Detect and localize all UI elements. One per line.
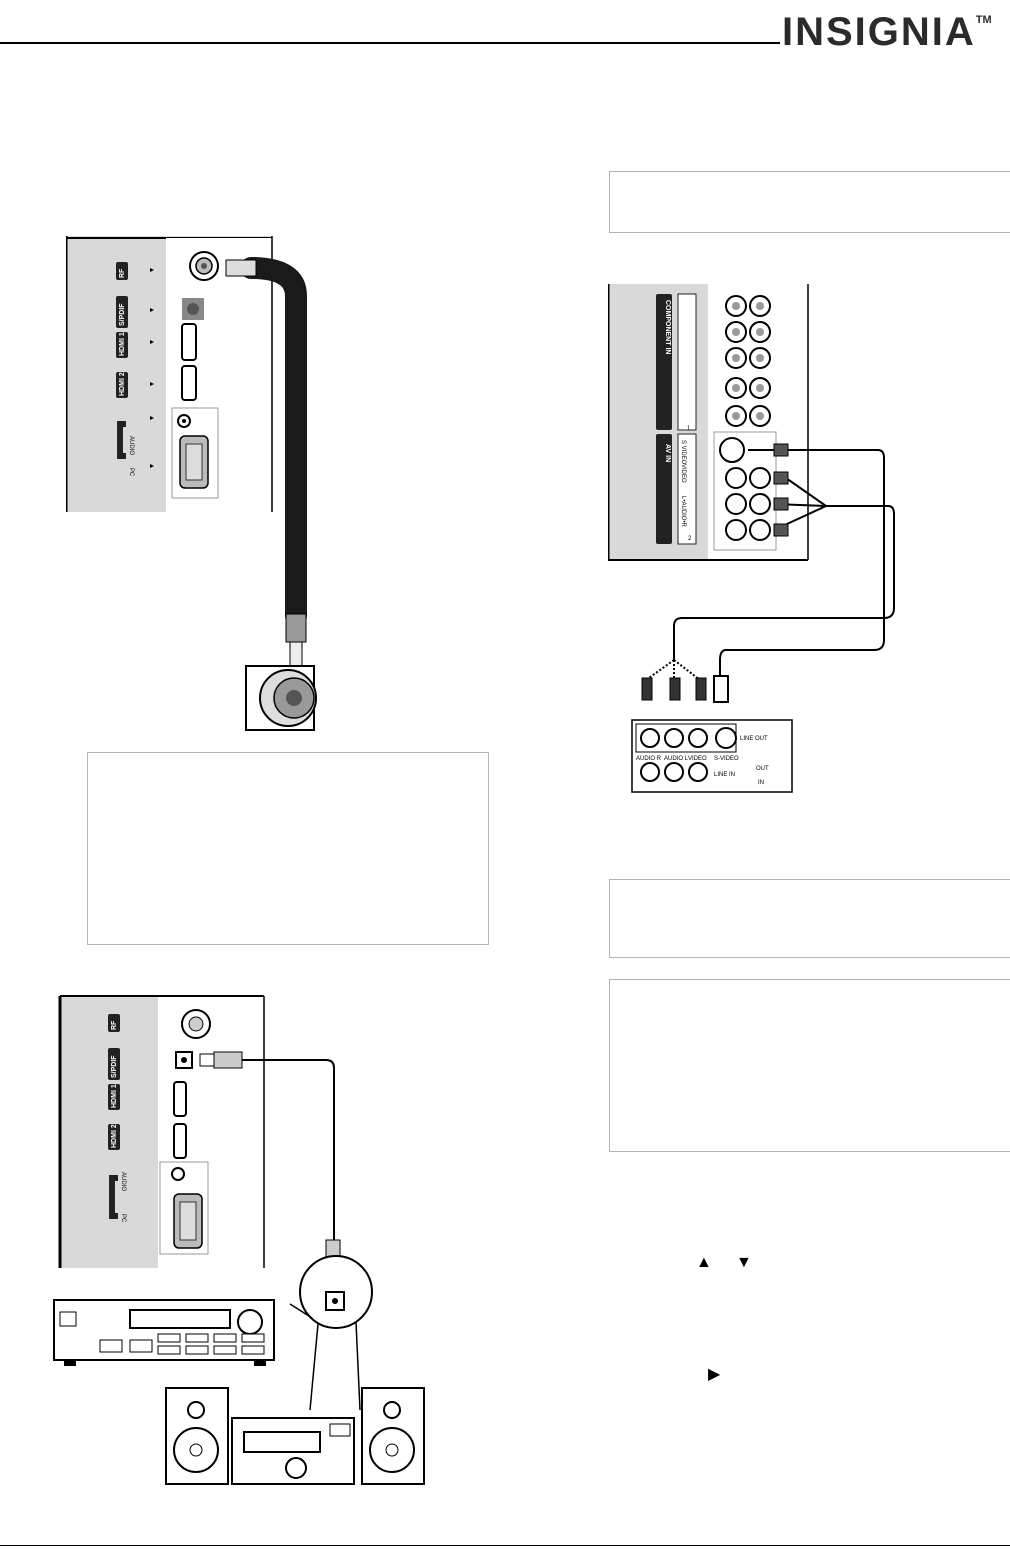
right-arrow-icon: ▶ [708,1366,721,1383]
spdif-fig-pc-label: PC [120,1214,126,1223]
spdif-fig-hdmi2-label: HDMI 2 [111,1124,118,1148]
footer-rule [0,1545,1010,1546]
device-out-label: OUT [756,766,769,772]
component-in-label: COMPONENT IN [664,300,671,354]
av-in-label: AV IN [664,444,671,462]
figure-av-connection: COMPONENT IN AV IN S VIDEO VIDEO L•AUDIO… [608,284,895,793]
device-audio-r-label: AUDIO R [636,756,662,762]
video-side-label: VIDEO [680,464,686,483]
device-svideo-label: S-VIDEO [714,756,739,762]
note-box-top-right [609,171,1010,233]
up-arrow-icon: ▲ [696,1254,712,1271]
device-in-label: IN [758,780,764,786]
rf-label: RF [116,262,128,280]
brand-logo: INSIGNIATM [782,10,992,55]
spdif-fig-rf-label: RF [111,1020,118,1030]
spdif-fig-hdmi1-label: HDMI 1 [111,1084,118,1108]
channel-1-label: 1 [687,426,691,432]
figure-rf-connection: RF S/PDIF HDMI 1 HDMI 2 AUDIO PC [66,236,317,731]
svg-text:RF: RF [119,268,126,278]
note-box-right-2 [609,979,1010,1152]
brand-logo-text: INSIGNIA [782,10,976,54]
channel-2-label: 2 [688,536,692,542]
device-line-in-label: LINE IN [714,772,735,778]
audio-side-label: L•AUDIO•R [680,496,686,528]
figure-spdif-connection: RF S/PDIF HDMI 1 HDMI 2 AUDIO PC [53,995,425,1485]
trademark: TM [975,14,992,26]
note-box-left [87,752,489,945]
svideo-side-label: S VIDEO [680,440,686,465]
hdmi2-label: HDMI 2 [116,372,128,398]
spdif-label: S/PDIF [116,296,128,328]
spdif-fig-audio-label: AUDIO [120,1172,126,1191]
svg-text:HDMI 2: HDMI 2 [119,372,126,396]
svg-text:S/PDIF: S/PDIF [119,303,126,326]
device-video-label: VIDEO [688,756,707,762]
device-audio-l-label: AUDIO L [664,756,689,762]
audio-label: AUDIO [128,436,134,455]
down-arrow-icon: ▼ [736,1254,752,1271]
note-box-right-1 [609,879,1010,958]
spdif-fig-spdif-label: S/PDIF [111,1055,118,1078]
pc-label: PC [128,468,134,477]
device-line-out-label: LINE OUT [740,736,768,742]
hdmi1-label: HDMI 1 [116,332,128,358]
svg-text:HDMI 1: HDMI 1 [119,332,126,356]
header-rule [0,42,780,44]
